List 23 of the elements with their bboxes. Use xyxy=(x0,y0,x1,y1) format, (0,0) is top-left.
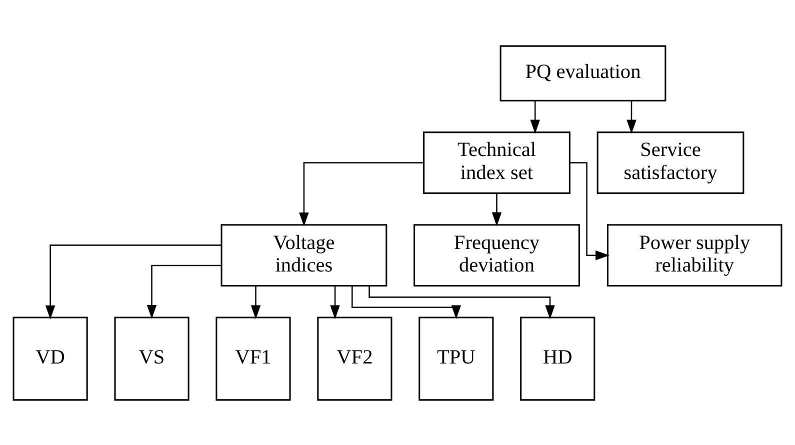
arrow xyxy=(146,264,222,318)
arrow xyxy=(330,285,340,319)
arrow xyxy=(45,244,222,319)
arrow xyxy=(570,162,610,260)
node-box: Frequency deviation xyxy=(414,224,580,286)
node-box: PQ evaluation xyxy=(500,44,666,101)
node-box: VS xyxy=(114,316,190,400)
arrow xyxy=(492,193,502,226)
node-box: Technical index set xyxy=(423,131,570,194)
arrow xyxy=(352,286,462,319)
node-box: VD xyxy=(12,316,88,400)
node-box: HD xyxy=(520,316,596,400)
node-box: Voltage indices xyxy=(220,224,388,286)
node-box: VF2 xyxy=(317,316,392,400)
node-box: TPU xyxy=(418,316,494,400)
node-box: Power supply reliability xyxy=(606,224,782,286)
arrow xyxy=(299,162,424,226)
arrow xyxy=(250,285,261,319)
node-box: Service satisfactory xyxy=(596,131,744,194)
node-box: VF1 xyxy=(216,316,291,400)
arrow xyxy=(530,100,540,134)
arrow xyxy=(626,100,636,134)
arrow xyxy=(368,286,555,319)
